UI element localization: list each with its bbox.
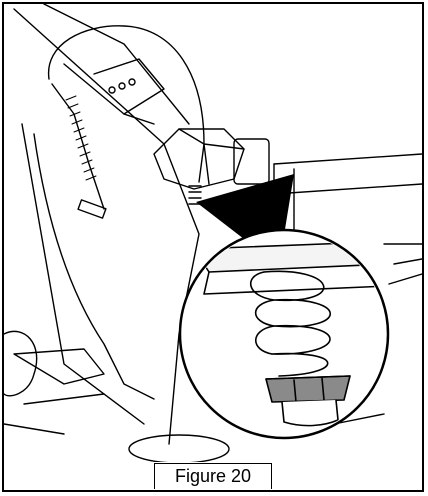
auger-housing	[4, 330, 38, 397]
snowblower-chute-spring-illustration	[4, 4, 422, 462]
small-spring	[188, 185, 202, 205]
bolt-end	[281, 399, 339, 427]
chute-plate	[93, 58, 165, 115]
caption-bar: Figure 20	[4, 462, 422, 490]
chute-left-edge	[13, 8, 200, 445]
chute-deflector-head	[153, 128, 245, 190]
linkage-rod	[51, 83, 105, 210]
figure-frame: Figure 20	[2, 2, 424, 492]
hex-nut	[265, 375, 351, 403]
control-cable	[48, 25, 205, 183]
spring-coils-front	[263, 270, 332, 377]
figure-caption: Figure 20	[153, 463, 273, 489]
